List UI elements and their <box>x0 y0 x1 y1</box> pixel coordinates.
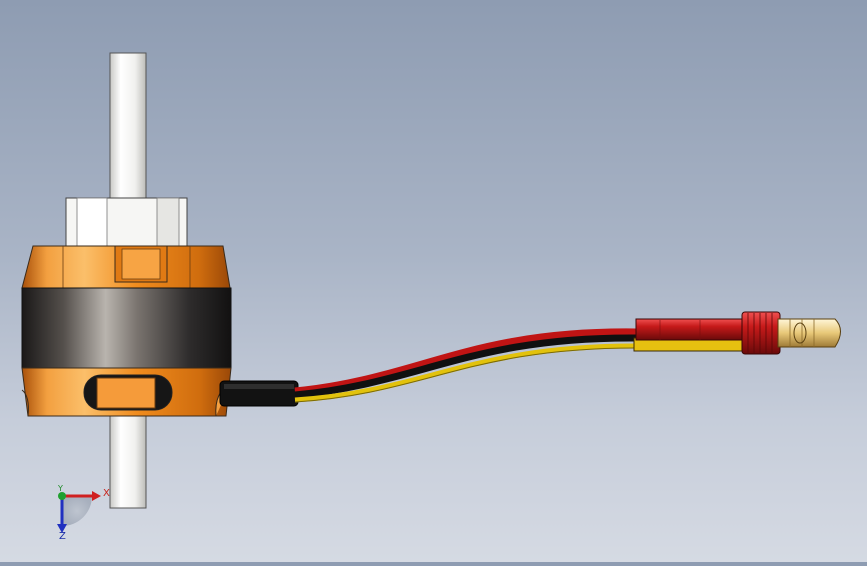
triad-y-axis <box>58 492 66 500</box>
stator-band <box>21 287 232 369</box>
triad-z-label: Z <box>59 531 66 542</box>
wire-sleeve[interactable] <box>219 380 299 407</box>
triad-x-label: X <box>103 488 110 499</box>
motor-body[interactable] <box>21 245 231 289</box>
motor-front-cap[interactable] <box>65 197 188 247</box>
bullet-connector[interactable] <box>633 311 841 355</box>
triad-y-label: Y <box>58 484 63 493</box>
motor-wires[interactable] <box>294 328 641 403</box>
motor-base-ring[interactable] <box>21 367 232 417</box>
orientation-triad <box>57 491 101 533</box>
